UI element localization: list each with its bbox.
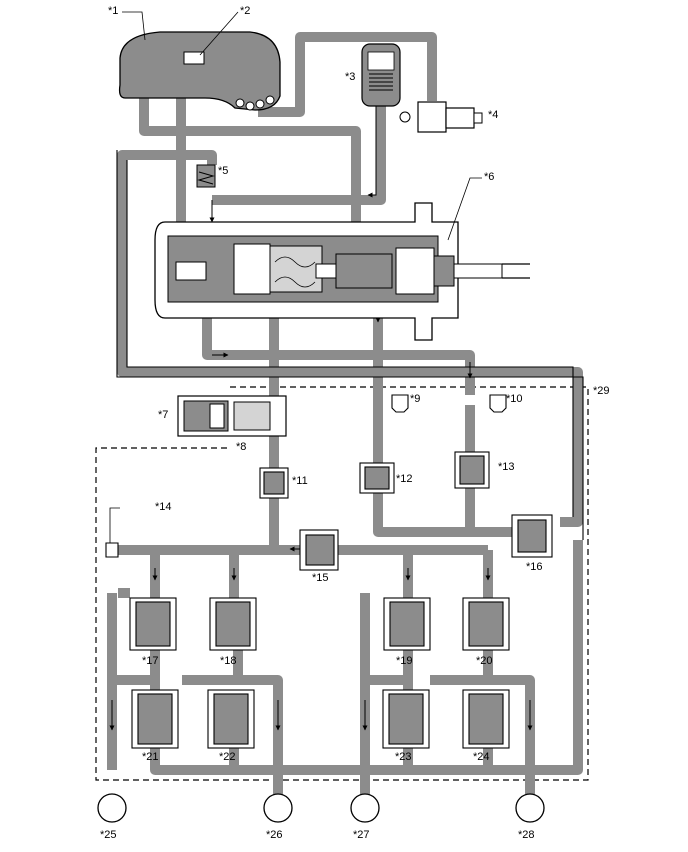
label-26: *26 — [266, 829, 283, 841]
label-21: *21 — [142, 751, 159, 763]
wheel-valves — [129, 597, 510, 749]
label-1: *1 — [108, 5, 118, 17]
label-14: *14 — [155, 501, 172, 513]
label-13: *13 — [498, 461, 515, 473]
label-8: *8 — [236, 441, 246, 453]
fluid-lines — [107, 32, 583, 800]
label-28: *28 — [518, 829, 535, 841]
label-29: *29 — [593, 385, 610, 397]
label-7: *7 — [158, 409, 168, 421]
label-17: *17 — [142, 655, 159, 667]
pump-motor — [399, 101, 483, 133]
wheel-cylinders — [97, 793, 545, 823]
label-12: *12 — [396, 473, 413, 485]
label-3: *3 — [345, 71, 355, 83]
reservoir — [118, 31, 281, 111]
label-27: *27 — [353, 829, 370, 841]
leader-lines — [109, 11, 482, 543]
pressure-sensors — [105, 394, 507, 558]
label-9: *9 — [410, 393, 420, 405]
label-18: *18 — [220, 655, 237, 667]
label-11: *11 — [292, 475, 308, 487]
label-6: *6 — [484, 171, 494, 183]
label-24: *24 — [473, 751, 490, 763]
label-19: *19 — [396, 655, 413, 667]
label-22: *22 — [219, 751, 236, 763]
label-15: *15 — [312, 572, 329, 584]
label-20: *20 — [476, 655, 493, 667]
accumulator — [361, 43, 401, 107]
solenoid-valves — [259, 451, 553, 571]
pipe-outlines — [116, 150, 584, 540]
label-2: *2 — [240, 5, 250, 17]
master-cylinder — [154, 202, 530, 341]
label-5: *5 — [218, 165, 228, 177]
stroke-simulator — [177, 395, 287, 437]
label-23: *23 — [395, 751, 412, 763]
label-25: *25 — [100, 829, 117, 841]
label-16: *16 — [526, 561, 543, 573]
label-10: *10 — [506, 393, 523, 405]
check-valve — [196, 164, 216, 188]
label-4: *4 — [488, 109, 498, 121]
callout-labels: *1 *2 *3 *4 *5 *6 *7 *8 *9 *10 *11 *12 *… — [100, 5, 610, 841]
